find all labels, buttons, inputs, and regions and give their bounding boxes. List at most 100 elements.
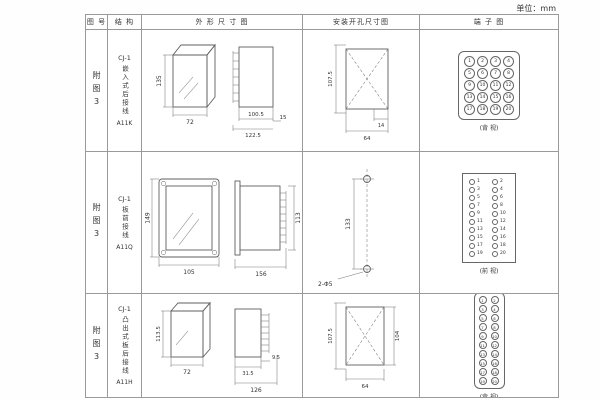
dim-depth: 113 [295, 212, 302, 224]
terminal-pin: 13 [464, 92, 475, 103]
terminal-pin: 6 [490, 314, 499, 322]
dimension-lines [149, 178, 219, 267]
row1-outline-drawing: 135 72 100.5 122.5 15 [142, 30, 303, 152]
terminal-pin: 10 [477, 80, 488, 91]
row3-outline-drawing: 113.5 72 31.5 9.5 126 [142, 294, 303, 397]
terminal-pin: 13 [478, 350, 487, 358]
model-label: CJ-1 [118, 194, 131, 203]
row2-outline-drawing: 149 105 113 156 [142, 152, 303, 294]
terminal-pin: 8 [490, 323, 499, 331]
dimension-lines [162, 54, 207, 117]
view-label: (前 视) [479, 267, 499, 275]
row2-install-drawing: 133 2-Φ5 [303, 152, 420, 294]
structure-desc: 嵌入式后接线 [120, 65, 129, 116]
install-cutout-drawing: 107.5 104 64 [328, 302, 401, 390]
terminal-pin: 8 [503, 68, 514, 79]
terminal-pin: 5 [464, 68, 475, 79]
terminal-pin: 15 [478, 359, 487, 367]
row3-install-drawing: 107.5 104 64 [303, 294, 420, 397]
front-view [169, 301, 211, 359]
terminal-pin: 17 [469, 243, 486, 249]
dim-total-depth: 122.5 [245, 133, 261, 139]
dim-cutout-height: 107.5 [328, 328, 334, 344]
fig-no-label: 附图3 [92, 202, 101, 243]
terminal-pin: 2 [477, 56, 488, 67]
terminal-pin: 1 [469, 179, 486, 185]
terminal-pin: 4 [503, 56, 514, 67]
install-holes-drawing: 133 2-Φ5 [318, 168, 374, 288]
dimension-lines [333, 44, 388, 133]
terminal-pin: 3 [490, 56, 501, 67]
terminal-pin: 14 [477, 92, 488, 103]
terminal-pin: 16 [492, 235, 509, 241]
type-code: A11K [116, 120, 133, 127]
terminal-pin: 20 [492, 251, 509, 257]
hole-spec-label: 2-Φ5 [318, 281, 333, 288]
unit-label: 单位：mm [516, 4, 556, 13]
row1-fig-no: 附图3 [86, 30, 108, 152]
fig-no-label: 附图3 [92, 325, 101, 366]
outline-drawing-front-wired: 149 105 113 156 [144, 178, 302, 278]
dim-hole-spacing: 133 [345, 218, 352, 230]
row1-install-drawing: 107.5 14 64 [303, 30, 420, 152]
row2-fig-no: 附图3 [86, 152, 108, 294]
dim-cutout-height: 107.5 [328, 70, 334, 86]
dim-length: 156 [255, 271, 267, 278]
terminal-pin: 5 [469, 195, 486, 201]
terminal-pin: 20 [490, 377, 499, 385]
row2-structure: CJ-1 板前接线 A11Q [108, 152, 142, 294]
dim-offset: 14 [377, 123, 383, 129]
terminal-pin: 20 [503, 104, 514, 115]
side-view [234, 180, 286, 255]
type-code: A11H [116, 379, 133, 387]
terminal-pin: 12 [492, 219, 509, 225]
terminal-pin: 18 [477, 104, 488, 115]
header-outline-dims: 外 形 尺 寸 图 [142, 15, 303, 30]
terminal-pin: 9 [464, 80, 475, 91]
terminal-pin: 19 [490, 104, 501, 115]
dim-width: 72 [186, 119, 194, 126]
terminal-pin: 18 [490, 368, 499, 376]
terminal-pin: 6 [477, 68, 488, 79]
fig-no-label: 附图3 [92, 70, 101, 111]
terminal-pin: 14 [492, 227, 509, 233]
terminal-pin: 7 [478, 323, 487, 331]
dim-height: 149 [144, 212, 151, 224]
terminal-pin: 11 [469, 219, 486, 225]
terminal-pin: 15 [490, 92, 501, 103]
terminal-pin: 15 [469, 235, 486, 241]
model-label: CJ-1 [118, 54, 131, 62]
terminal-pin: 19 [469, 251, 486, 257]
type-code: A11Q [116, 243, 133, 251]
terminal-pin: 2 [490, 296, 499, 304]
dimension-lines [333, 302, 396, 381]
terminal-pin: 9 [478, 332, 487, 340]
terminal-pin: 14 [490, 350, 499, 358]
dim-depth: 100.5 [248, 112, 264, 118]
terminal-pin: 12 [503, 80, 514, 91]
dim-hole-height: 104 [395, 330, 401, 341]
terminal-pin: 17 [478, 368, 487, 376]
terminal-pin: 13 [469, 227, 486, 233]
terminal-pin: 7 [490, 68, 501, 79]
dim-body: 31.5 [242, 371, 253, 377]
terminal-pin: 5 [478, 314, 487, 322]
model-label: CJ-1 [118, 304, 131, 313]
cutout-outline [345, 306, 384, 366]
header-structure: 结 构 [108, 15, 142, 30]
view-label: (背 视) [480, 392, 499, 397]
dim-stud: 15 [279, 115, 286, 121]
row3-structure: CJ-1 凸出式板后接线 A11H [108, 294, 142, 397]
terminal-pin: 16 [503, 92, 514, 103]
dim-width: 105 [183, 269, 195, 276]
terminal-pin: 6 [492, 195, 509, 201]
terminal-pin: 1 [464, 56, 475, 67]
dimension-lines [337, 178, 363, 279]
terminal-pin: 4 [490, 305, 499, 313]
